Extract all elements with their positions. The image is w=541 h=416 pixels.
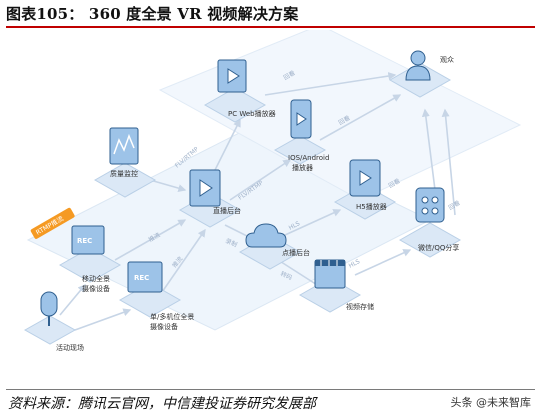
- node-audience: 观众: [388, 50, 454, 98]
- wechat-label: 微信/QQ分享: [418, 243, 459, 252]
- flow-mobile-to-live: [114, 219, 187, 261]
- source-note: 资料来源：腾讯云官网，中信建投证券研究发展部: [8, 396, 316, 412]
- multi-device-label-line2: 摄像设备: [150, 322, 178, 331]
- ios-player-label-line2: 播放器: [292, 163, 313, 172]
- audience-label: 观众: [440, 56, 454, 64]
- film-storage-icon: [314, 259, 346, 289]
- node-h5-player: H5播放器: [333, 159, 397, 220]
- flow-lines: [59, 72, 456, 331]
- flow-ios-to-audience: [319, 94, 402, 141]
- flow-wechat-to-audience: [441, 108, 456, 216]
- vr-video-solution-diagram: FLV/RTMP FLV/RTMP HLS HLS 录制 转码 推流 推流 回看…: [23, 30, 522, 352]
- node-storage: 视频存储: [298, 259, 374, 313]
- flow-vod-to-h5: [284, 209, 342, 236]
- source-rule: [6, 389, 535, 390]
- monitor-play-icon: [217, 59, 247, 93]
- flow-event-to-mobile: [59, 283, 86, 316]
- flow-label-hls-2: HLS: [348, 258, 362, 270]
- node-live-backend: 直播后台: [178, 169, 242, 228]
- node-wechat: 微信/QQ分享: [398, 187, 462, 258]
- h5-player-label: H5播放器: [356, 202, 387, 211]
- live-backend-label: 直播后台: [213, 206, 241, 215]
- node-event-site: 活动现场: [23, 291, 84, 352]
- microphone-icon: [40, 291, 58, 326]
- panel-players: [158, 30, 522, 201]
- node-pc-player: PC Web播放器: [203, 59, 276, 123]
- title-rule: [6, 26, 535, 28]
- vod-backend-label: 点播后台: [282, 248, 310, 257]
- phone-play-icon: [290, 99, 312, 139]
- flow-label-play-4: 回看: [447, 199, 461, 212]
- flow-storage-to-wechat: [354, 249, 412, 276]
- person-icon: [405, 50, 431, 81]
- flow-pc-to-audience: [264, 72, 397, 96]
- node-mobile-device: REC 移动全景 摄像设备: [58, 225, 122, 293]
- node-vod-backend: 点播后台: [238, 223, 310, 270]
- node-ios-player: IOS/Android 播放器: [273, 99, 329, 172]
- flow-live-to-ios: [229, 159, 292, 201]
- figure-title: 图表105： 360 度全景 VR 视频解决方案: [6, 5, 299, 23]
- flow-quality-to-live: [149, 179, 187, 193]
- tablet-play-icon: [349, 159, 381, 197]
- flow-event-to-multi: [74, 308, 132, 331]
- mobile-device-label-line1: 移动全景: [82, 274, 110, 283]
- flow-multi-to-live: [159, 228, 206, 296]
- storage-label: 视频存储: [346, 302, 374, 311]
- quality-label: 质量监控: [110, 169, 138, 178]
- chart-monitor-icon: [109, 127, 139, 165]
- svg-text:REC: REC: [77, 237, 92, 245]
- node-multi-device: REC 单/多机位全景 摄像设备: [118, 261, 194, 331]
- node-quality: 质量监控: [93, 127, 157, 198]
- flow-h5-to-audience: [421, 108, 436, 191]
- ios-player-label-line1: IOS/Android: [288, 154, 329, 162]
- svg-text:REC: REC: [134, 274, 149, 282]
- flow-label-hls: HLS: [288, 220, 302, 232]
- watermark: 头条 @未来智库: [450, 396, 532, 409]
- share-icon: [415, 187, 445, 223]
- pc-player-label: PC Web播放器: [228, 109, 276, 118]
- cloud-icon: [245, 223, 287, 248]
- rec-camera-icon: REC: [71, 225, 105, 255]
- mobile-device-label-line2: 摄像设备: [82, 284, 110, 293]
- multi-device-label-line1: 单/多机位全景: [150, 312, 194, 321]
- event-site-label: 活动现场: [56, 343, 84, 352]
- rec-camera-icon: REC: [127, 261, 163, 293]
- server-play-icon: [189, 169, 221, 207]
